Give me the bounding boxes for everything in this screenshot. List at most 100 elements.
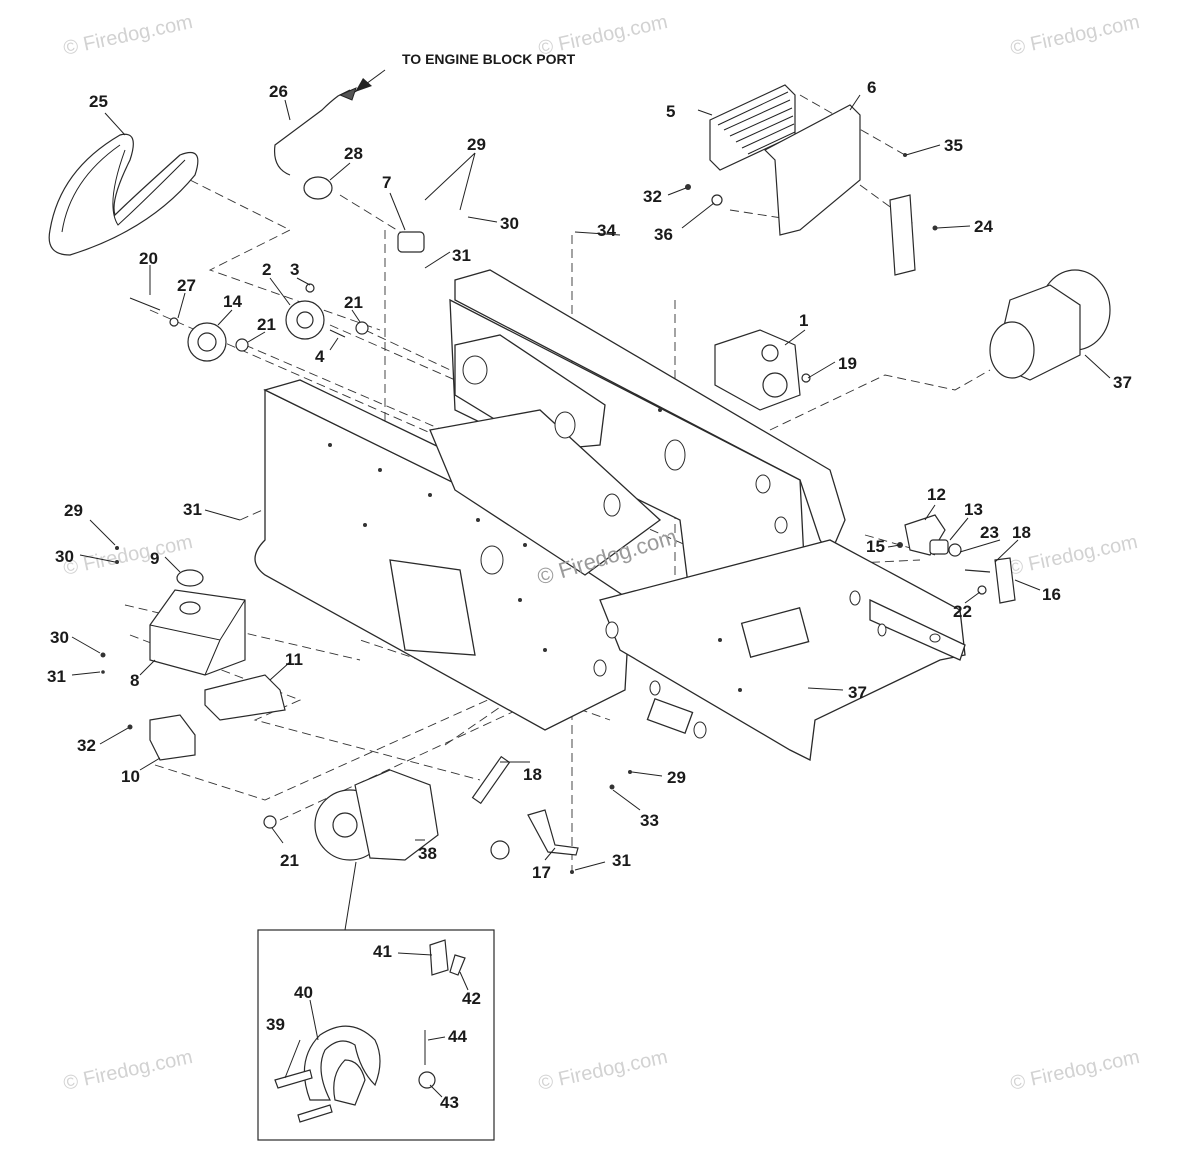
callout-20: 20 [139, 249, 158, 268]
frame-hole [774, 516, 788, 534]
callout-18-b: 18 [523, 765, 542, 784]
callout-21-b: 21 [257, 315, 276, 334]
bolt [964, 569, 991, 573]
callout-31-a: 31 [452, 246, 471, 265]
nut [355, 321, 369, 335]
frame-tab [646, 697, 694, 735]
chassis-frame [254, 269, 966, 761]
reservoir-cap [176, 569, 204, 587]
callout-leaders [71, 94, 1111, 1098]
callout-31-d: 31 [612, 851, 631, 870]
nut [235, 338, 249, 352]
clip-41 [429, 939, 449, 976]
hose-fitting [338, 87, 357, 101]
callout-30-a: 30 [500, 214, 519, 233]
callout-37-b: 37 [848, 683, 867, 702]
callout-28: 28 [344, 144, 363, 163]
callout-2: 2 [262, 260, 271, 279]
frame-hole [664, 439, 686, 471]
washer [948, 543, 962, 557]
set-screw [305, 283, 315, 293]
callout-32-b: 32 [77, 736, 96, 755]
watermark-bottom-left: © Firedog.com [61, 1046, 194, 1095]
callout-38: 38 [418, 844, 437, 863]
pump-bolt [801, 373, 811, 383]
callout-27: 27 [177, 276, 196, 295]
spring-16 [994, 557, 1016, 604]
callout-34: 34 [597, 221, 616, 240]
frame-hole [929, 633, 941, 643]
components [48, 69, 1111, 874]
callout-42: 42 [462, 989, 481, 1008]
callout-43: 43 [440, 1093, 459, 1112]
drive-belt [48, 133, 199, 256]
callout-10: 10 [121, 767, 140, 786]
engine-block-port-label: TO ENGINE BLOCK PORT [402, 51, 576, 67]
detail-inset [257, 861, 495, 1141]
frame-hole [755, 474, 771, 494]
callout-33: 33 [640, 811, 659, 830]
callout-41: 41 [373, 942, 392, 961]
callout-21-a: 21 [344, 293, 363, 312]
callout-29-b: 29 [64, 501, 83, 520]
callout-16: 16 [1042, 585, 1061, 604]
frame-slot [740, 607, 810, 658]
callout-21-c: 21 [280, 851, 299, 870]
watermark-top-right: © Firedog.com [1008, 11, 1141, 60]
callout-6: 6 [867, 78, 876, 97]
callout-17: 17 [532, 863, 551, 882]
spacer-13 [929, 539, 949, 555]
callout-3: 3 [290, 260, 299, 279]
callout-35: 35 [944, 136, 963, 155]
frame-inner-rails [429, 409, 662, 576]
frame-hole [849, 590, 861, 606]
callout-30-b: 30 [55, 547, 74, 566]
frame-hole [603, 493, 621, 517]
washer [711, 194, 723, 206]
callout-29-a: 29 [467, 135, 486, 154]
watermark-bottom-center: © Firedog.com [536, 1046, 669, 1095]
support-bracket [889, 194, 916, 276]
frame-hole [605, 621, 619, 639]
bracket-17 [527, 809, 579, 856]
frame-right-rail [599, 539, 966, 761]
pulley-2-hub [296, 311, 314, 329]
callout-44: 44 [448, 1027, 467, 1046]
callout-1: 1 [799, 311, 808, 330]
washer [169, 317, 179, 327]
spring-bottom [297, 1104, 333, 1123]
arrow-icon [355, 78, 372, 92]
frame-hole [462, 355, 488, 385]
callout-23: 23 [980, 523, 999, 542]
callout-30-c: 30 [50, 628, 69, 647]
callout-39: 39 [266, 1015, 285, 1034]
callout-37-a: 37 [1113, 373, 1132, 392]
callout-14: 14 [223, 292, 242, 311]
watermark-bottom-right: © Firedog.com [1008, 1046, 1141, 1095]
callout-24: 24 [974, 217, 993, 236]
hose-clamp [397, 231, 425, 253]
hydraulic-hose [273, 89, 351, 176]
frame-hole [480, 545, 504, 575]
hydraulic-pump [714, 329, 801, 411]
wheel-motor-front-body [354, 769, 439, 861]
callout-40: 40 [294, 983, 313, 1002]
watermark-top-left: © Firedog.com [61, 11, 194, 60]
callout-18-a: 18 [1012, 523, 1031, 542]
frame-left-side-panel [254, 388, 631, 731]
callout-9: 9 [150, 549, 159, 568]
coupler [490, 840, 510, 860]
callout-32-a: 32 [643, 187, 662, 206]
callout-13: 13 [964, 500, 983, 519]
wheel-motor-rear-face [989, 321, 1035, 379]
clip-42 [449, 954, 466, 976]
frame-hole [693, 721, 707, 739]
callout-5: 5 [666, 102, 675, 121]
pin-18 [471, 755, 511, 805]
frame-hole [593, 659, 607, 677]
callout-15: 15 [866, 537, 885, 556]
callout-8: 8 [130, 671, 139, 690]
callout-11: 11 [285, 650, 303, 669]
hub-center [332, 812, 358, 838]
